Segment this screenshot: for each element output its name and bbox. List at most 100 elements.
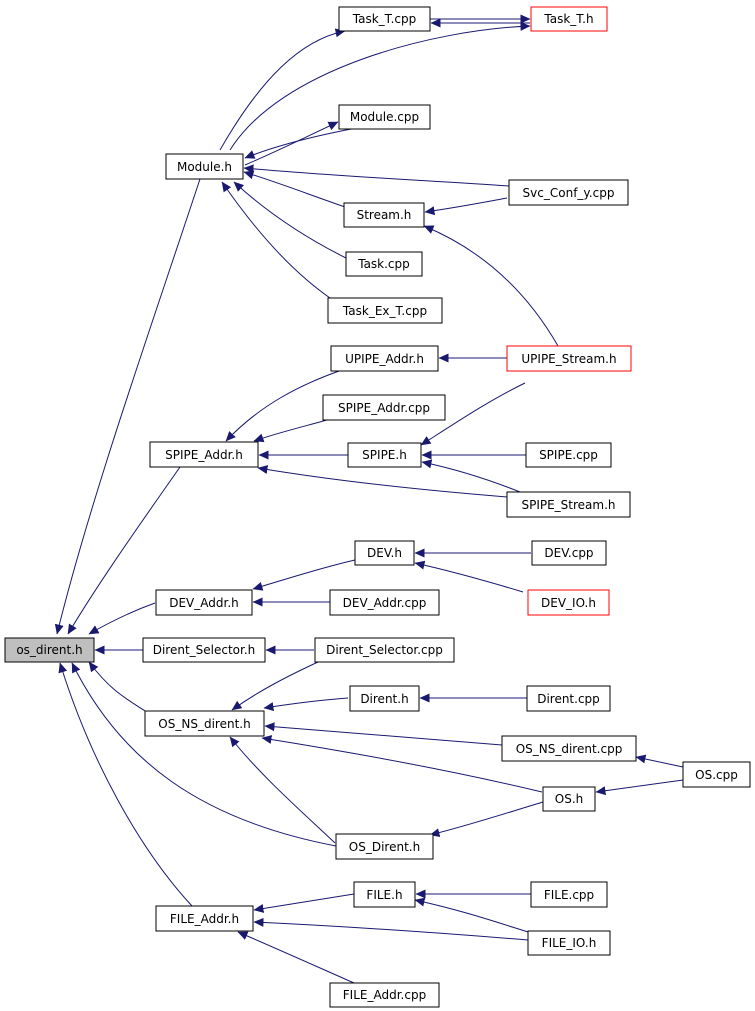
node-label: os_dirent.h: [16, 643, 82, 657]
dependency-edge: [252, 559, 356, 591]
node-dirent-h[interactable]: Dirent.h: [349, 685, 420, 712]
node-label: SPIPE.cpp: [539, 448, 598, 462]
node-label: Dirent_Selector.cpp: [326, 643, 443, 657]
dependency-edge: [229, 21, 531, 151]
node-dev-cpp[interactable]: DEV.cpp: [531, 540, 607, 566]
dependency-edge: [88, 602, 156, 635]
dependency-edge: [243, 170, 349, 209]
node-spipe-addr-h[interactable]: SPIPE_Addr.h: [149, 441, 259, 468]
node-label: DEV_IO.h: [541, 596, 596, 610]
dependency-edge: [423, 225, 559, 347]
node-label: SPIPE_Stream.h: [521, 498, 615, 512]
node-label: DEV_Addr.h: [169, 596, 239, 610]
dependency-edge: [58, 662, 193, 907]
dependency-edge: [225, 370, 340, 442]
node-label: Task_Ex_T.cpp: [342, 304, 427, 318]
node-label: FILE.h: [366, 888, 402, 902]
node-module-cpp[interactable]: Module.cpp: [338, 104, 431, 130]
dependency-edge: [429, 801, 544, 838]
node-label: Module.cpp: [350, 110, 419, 124]
node-label: Task_T.cpp: [352, 12, 416, 26]
node-label: OS.cpp: [695, 768, 738, 782]
node-label: Dirent_Selector.h: [153, 643, 256, 657]
dependency-edge: [253, 417, 335, 443]
node-label: SPIPE.h: [362, 448, 407, 462]
node-upipe-addr-h[interactable]: UPIPE_Addr.h: [330, 345, 439, 372]
node-label: DEV.cpp: [544, 546, 593, 560]
dependency-edge: [221, 181, 331, 299]
dependency-edge: [414, 560, 524, 593]
node-task-t-h[interactable]: Task_T.h: [530, 6, 608, 32]
node-os-cpp[interactable]: OS.cpp: [682, 761, 751, 788]
node-label: Module.h: [177, 160, 232, 174]
node-task-t-cpp[interactable]: Task_T.cpp: [338, 6, 431, 32]
node-os-dirent-class-h[interactable]: OS_Dirent.h: [335, 833, 434, 860]
dependency-edge: [263, 697, 349, 712]
dependency-edge: [233, 181, 347, 259]
dependency-edge: [229, 736, 336, 844]
node-file-io-h[interactable]: FILE_IO.h: [527, 930, 611, 956]
node-label: UPIPE_Addr.h: [345, 352, 424, 366]
node-label: SPIPE_Addr.cpp: [338, 401, 430, 415]
node-dev-h[interactable]: DEV.h: [354, 540, 415, 566]
node-dev-addr-cpp[interactable]: DEV_Addr.cpp: [329, 589, 440, 616]
node-spipe-stream-h[interactable]: SPIPE_Stream.h: [506, 491, 631, 518]
node-file-h[interactable]: FILE.h: [353, 881, 416, 908]
node-label: Dirent.cpp: [537, 692, 600, 706]
node-label: OS_NS_dirent.cpp: [516, 742, 623, 756]
dependency-edge: [88, 661, 146, 712]
dependency-edge: [253, 917, 529, 941]
dependency-edge: [237, 931, 355, 984]
node-spipe-cpp[interactable]: SPIPE.cpp: [525, 442, 612, 468]
node-module-h[interactable]: Module.h: [165, 153, 244, 180]
node-dev-io-h[interactable]: DEV_IO.h: [527, 589, 610, 616]
dependency-edge: [424, 197, 508, 216]
node-label: DEV_Addr.cpp: [343, 596, 427, 610]
node-dirent-selector-h[interactable]: Dirent_Selector.h: [142, 637, 266, 663]
dependency-edge: [253, 893, 355, 913]
dependency-edge: [71, 662, 337, 847]
node-dev-addr-h[interactable]: DEV_Addr.h: [155, 589, 253, 616]
node-os-dirent-h[interactable]: os_dirent.h: [4, 637, 95, 663]
node-label: Dirent.h: [360, 692, 408, 706]
dependency-edge: [54, 178, 201, 635]
node-label: SPIPE_Addr.h: [165, 448, 243, 462]
node-label: OS.h: [555, 792, 583, 806]
node-os-ns-dirent-h[interactable]: OS_NS_dirent.h: [144, 710, 265, 737]
node-task-cpp[interactable]: Task.cpp: [345, 251, 423, 277]
dependency-edge: [421, 459, 521, 493]
node-label: UPIPE_Stream.h: [521, 352, 616, 366]
node-label: Task.cpp: [357, 257, 410, 271]
node-file-cpp[interactable]: FILE.cpp: [530, 881, 608, 908]
dependency-edge: [244, 121, 339, 166]
node-svc-conf-y-cpp[interactable]: Svc_Conf_y.cpp: [508, 179, 629, 206]
dependency-edge: [261, 735, 543, 793]
node-spipe-addr-cpp[interactable]: SPIPE_Addr.cpp: [322, 394, 446, 421]
node-label: Stream.h: [357, 208, 412, 222]
dependency-edge: [231, 661, 319, 711]
node-label: FILE.cpp: [544, 888, 594, 902]
node-upipe-stream-h[interactable]: UPIPE_Stream.h: [506, 345, 632, 372]
dependency-edge: [219, 28, 346, 151]
node-label: Svc_Conf_y.cpp: [523, 186, 615, 200]
node-dirent-selector-cpp[interactable]: Dirent_Selector.cpp: [314, 637, 455, 663]
dependency-edge: [420, 382, 526, 446]
dependency-edge: [67, 466, 181, 635]
node-spipe-h[interactable]: SPIPE.h: [347, 442, 422, 468]
node-dirent-cpp[interactable]: Dirent.cpp: [526, 685, 611, 712]
dependency-edge: [264, 722, 503, 746]
node-file-addr-cpp[interactable]: FILE_Addr.cpp: [329, 982, 440, 1008]
dependency-edge: [414, 897, 529, 933]
node-stream-h[interactable]: Stream.h: [343, 202, 425, 228]
node-label: FILE_IO.h: [542, 936, 597, 950]
node-os-h[interactable]: OS.h: [542, 786, 596, 812]
node-task-ex-t-cpp[interactable]: Task_Ex_T.cpp: [327, 297, 443, 324]
node-os-ns-dirent-cpp[interactable]: OS_NS_dirent.cpp: [501, 735, 637, 762]
dependency-edge: [635, 754, 684, 768]
node-file-addr-h[interactable]: FILE_Addr.h: [155, 905, 254, 932]
node-label: DEV.h: [367, 546, 402, 560]
node-label: OS_NS_dirent.h: [158, 717, 250, 731]
node-label: FILE_Addr.h: [170, 912, 239, 926]
node-label: FILE_Addr.cpp: [343, 988, 426, 1002]
